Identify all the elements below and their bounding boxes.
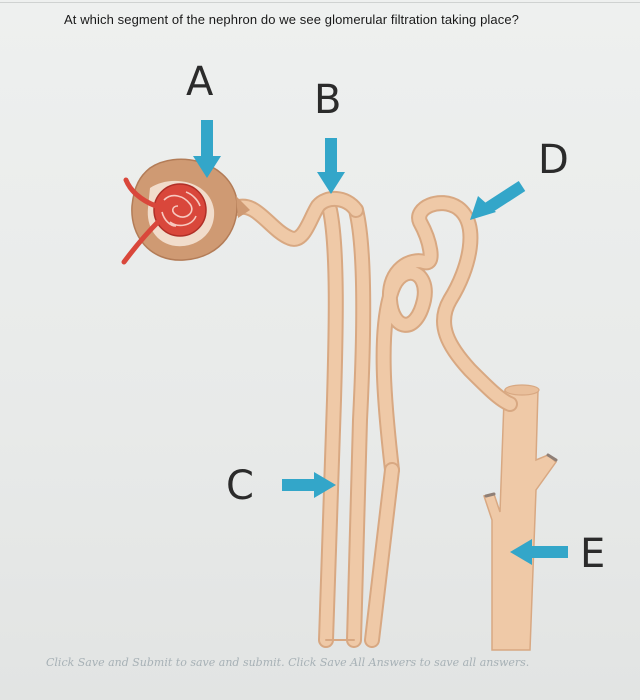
label-d: D: [538, 137, 569, 183]
question-text: At which segment of the nephron do we se…: [64, 12, 520, 27]
arrow-e: [510, 539, 568, 565]
afferent-arteriole: [121, 177, 161, 265]
loop-of-henle: [318, 202, 400, 648]
arrow-c: [282, 472, 336, 498]
glomerulus: [153, 183, 207, 237]
label-a: A: [186, 59, 214, 105]
top-divider: [0, 2, 640, 3]
arrow-d: [470, 180, 526, 220]
collecting-duct: [483, 384, 558, 651]
label-b: B: [314, 77, 342, 123]
distal-tubule: [375, 195, 518, 478]
proximal-tubule: [228, 191, 364, 247]
label-e: E: [580, 531, 606, 577]
arrow-b: [317, 138, 345, 194]
arrow-a: [193, 120, 221, 178]
save-instructions: Click Save and Submit to save and submit…: [46, 656, 530, 669]
label-c: C: [226, 463, 254, 509]
